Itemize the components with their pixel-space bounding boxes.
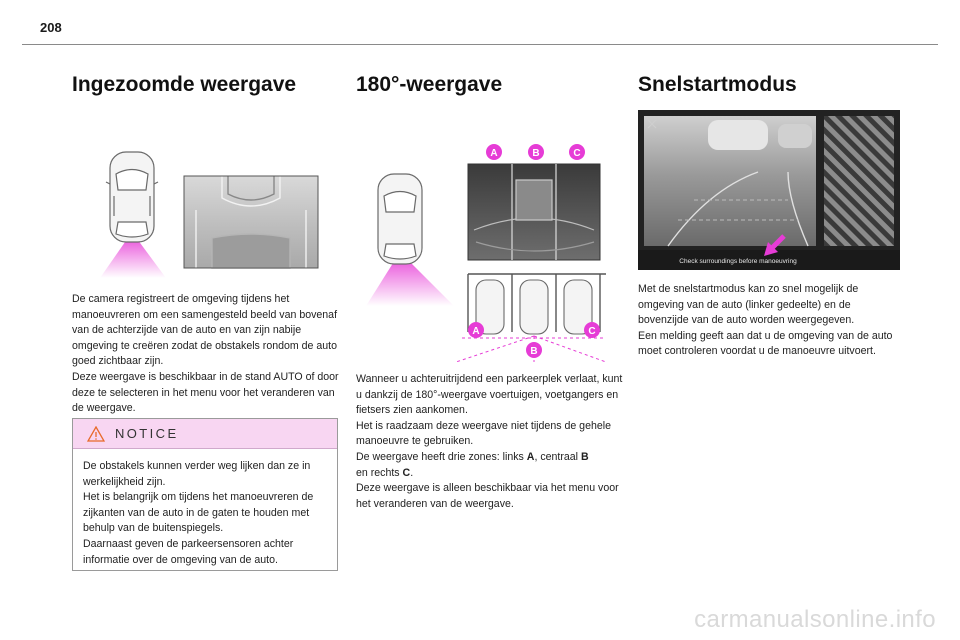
zone-label-a-bottom: A: [472, 326, 479, 337]
section-zoom: Ingezoomde weergave: [72, 72, 340, 417]
section-quick-text: Met de snelstartmodus kan zo snel mogeli…: [638, 283, 893, 358]
car-top-view: [105, 151, 159, 243]
parked-car-left: [475, 279, 505, 335]
section-180: 180°-weergave A B C: [356, 72, 624, 512]
text-zone-c: C: [402, 466, 411, 479]
pointer-arrow-icon: [764, 234, 786, 256]
parked-car-center: [519, 279, 549, 335]
zone-badge-c-top: C: [569, 144, 585, 160]
camera-cone-180: [366, 252, 454, 306]
rear-camera-scene: [667, 120, 812, 247]
text-part-3: en rechts: [356, 466, 400, 479]
notice-box: NOTICE De obstakels kunnen verder weg li…: [72, 418, 338, 571]
zoom-view-illustration: [100, 151, 319, 278]
zone-badge-a-bottom: A: [468, 322, 484, 338]
section-zoom-title: Ingezoomde weergave: [72, 73, 297, 96]
message-bar: [638, 250, 900, 270]
close-x-icon: [647, 119, 657, 129]
car-top-view-180: [377, 173, 423, 265]
section-180-title: 180°-weergave: [356, 73, 503, 96]
zone-label-a-top: A: [490, 148, 497, 159]
watermark: carmanualsonline.info: [694, 606, 936, 633]
screen-caption: Check surroundings before manoeuvring: [679, 258, 797, 265]
view-180-illustration: A B C: [366, 144, 607, 362]
zoom-scene: [195, 176, 307, 269]
zone-badge-c-bottom: C: [584, 322, 600, 338]
notice-header: NOTICE: [73, 419, 337, 449]
zone-badge-b-top: B: [528, 144, 544, 160]
section-quick-title: Snelstartmodus: [638, 73, 797, 96]
text-part-1: Wanneer u achteruitrijdend een parkeerpl…: [356, 373, 623, 463]
notice-text: De obstakels kunnen verder weg lijken da…: [83, 460, 314, 566]
quick-start-screen: Check surroundings before manoeuvring: [638, 110, 900, 270]
top-rule: [22, 44, 938, 45]
text-part-4: . Deze weergave is alleen beschikbaar vi…: [356, 466, 619, 510]
zone-label-c-bottom: C: [588, 326, 595, 337]
section-zoom-text: De camera registreert de omgeving tijden…: [72, 293, 339, 415]
notice-title: NOTICE: [115, 426, 179, 441]
top-view-placeholder: [824, 116, 894, 246]
parked-car-right: [563, 279, 593, 335]
parking-bay: [467, 273, 606, 332]
section-180-text: Wanneer u achteruitrijdend een parkeerpl…: [356, 372, 624, 512]
zone-label-b-bottom: B: [530, 346, 537, 357]
text-part-2: , centraal: [534, 450, 581, 463]
text-zone-b: B: [580, 450, 589, 463]
zone-badge-b-bottom: B: [526, 342, 542, 358]
zone-label-c-top: C: [573, 148, 580, 159]
zone-label-b-top: B: [532, 148, 539, 159]
text-zone-a: A: [526, 450, 535, 463]
section-quick: Snelstartmodus Check surroundings befo: [638, 72, 900, 360]
warning-triangle-icon: [87, 425, 105, 442]
zone-badge-a-top: A: [486, 144, 502, 160]
page-number: 208: [40, 20, 62, 35]
camera-cone: [100, 232, 166, 278]
